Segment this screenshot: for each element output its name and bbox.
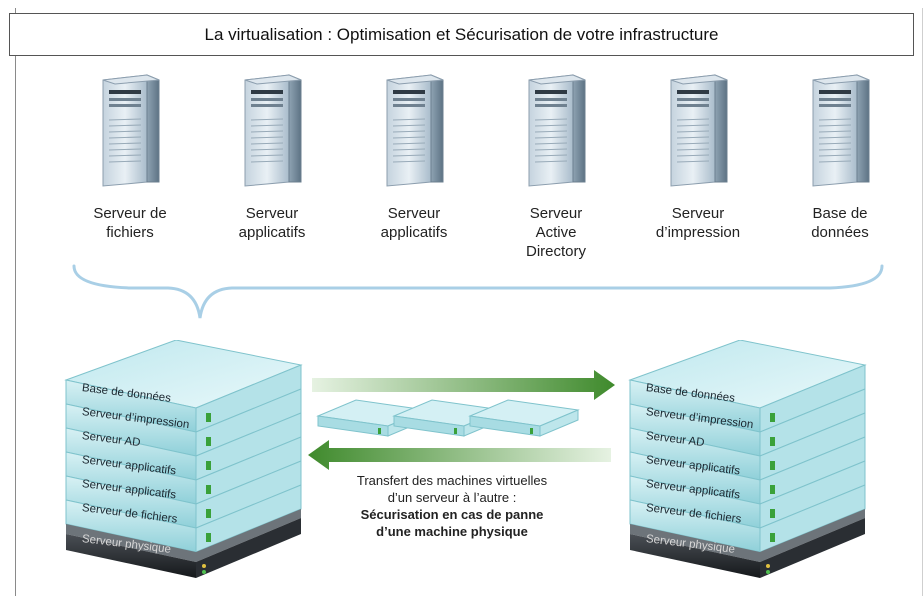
server-active-directory: Serveur Active Directory [486, 72, 626, 261]
transfer-bold-1: Sécurisation en cas de panne [360, 507, 544, 522]
server-fichiers: Serveur de fichiers [60, 72, 200, 242]
right-server-stack: Base de données Serveur d’impression Ser… [620, 340, 870, 580]
server-tower-icon [102, 74, 160, 187]
server-tower-icon [812, 74, 870, 187]
left-server-stack: Base de données Serveur d’impression Ser… [56, 340, 306, 580]
stack-graphic [628, 340, 867, 578]
server-label: Serveur applicatifs [380, 205, 448, 241]
transfer-line-2: d’un serveur à l’autre : [387, 490, 517, 505]
server-label: Serveur de fichiers [93, 205, 167, 241]
server-applicatifs-1: Serveur applicatifs [202, 72, 342, 242]
grouping-brace [72, 264, 884, 319]
arrow-right-icon [312, 370, 615, 400]
page-title: La virtualisation : Optimisation et Sécu… [9, 13, 914, 56]
server-tower-icon [244, 74, 302, 187]
server-base-donnees: Base de données [770, 72, 910, 242]
transfer-caption: Transfert des machines virtuelles d’un s… [332, 472, 572, 540]
transfer-line-1: Transfert des machines virtuelles [356, 473, 548, 488]
server-tower-icon [528, 74, 586, 187]
virtual-machines-in-transit [316, 399, 580, 437]
server-row: Serveur de fichiers Serveur applicatifs [60, 72, 910, 282]
server-label: Base de données [811, 205, 869, 241]
server-label: Serveur Active Directory [525, 205, 586, 260]
server-tower-icon [670, 74, 728, 187]
arrow-left-icon [308, 440, 611, 470]
server-impression: Serveur d’impression [628, 72, 768, 242]
server-label: Serveur applicatifs [238, 205, 306, 241]
transfer-bold-2: d’une machine physique [376, 524, 528, 539]
server-label: Serveur d’impression [655, 205, 741, 241]
server-tower-icon [386, 74, 444, 187]
stack-graphic [64, 340, 303, 578]
server-applicatifs-2: Serveur applicatifs [344, 72, 484, 242]
frame-left-border [15, 8, 16, 596]
